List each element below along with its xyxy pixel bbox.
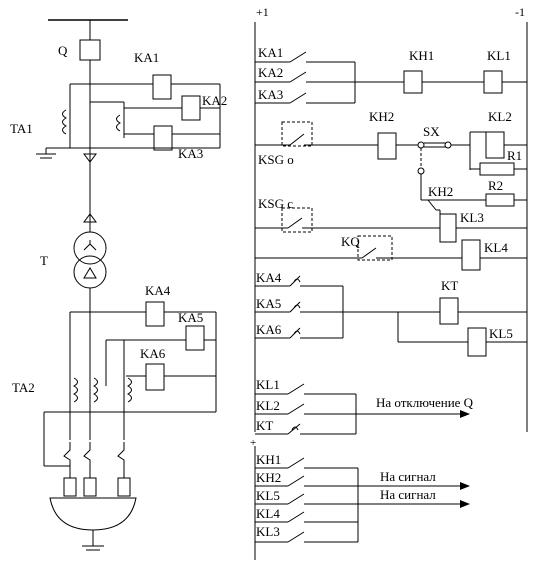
direction-marker-upper bbox=[83, 153, 97, 163]
contact-kl4-label: KL4 bbox=[256, 506, 280, 521]
relay-kl1-label: KL1 bbox=[487, 48, 511, 63]
relay-kl3-label: KL3 bbox=[460, 210, 484, 225]
relay-ka3 bbox=[153, 125, 173, 151]
relay-kh2-coil bbox=[377, 132, 397, 160]
relay-kh2-label: KH2 bbox=[369, 109, 394, 124]
relay-kl1-coil bbox=[483, 70, 503, 94]
bus-plus-label: +1 bbox=[256, 5, 269, 19]
transformer-upper-winding bbox=[73, 231, 107, 265]
fuse-3 bbox=[117, 477, 131, 497]
row-r2: R2 KH2 bbox=[420, 174, 527, 211]
resistor-r1-label: R1 bbox=[507, 148, 522, 163]
direction-marker-lower bbox=[83, 213, 97, 223]
relay-ka6 bbox=[145, 363, 165, 391]
contact-ksg-c-label: KSG c bbox=[258, 196, 293, 211]
trip-arrow bbox=[460, 410, 470, 418]
contact-ka5-label: KA5 bbox=[256, 296, 281, 311]
relay-kl2-label: KL2 bbox=[488, 109, 512, 124]
second-bus-plus-mark: + bbox=[250, 437, 256, 449]
relay-kl4-label: KL4 bbox=[484, 240, 508, 255]
relay-ka1 bbox=[152, 74, 172, 100]
ct-ta2-middle-winding bbox=[92, 377, 98, 403]
relay-kl2-coil bbox=[485, 131, 505, 159]
contact-kq-label: KQ bbox=[341, 234, 360, 249]
row-kq: KQ KL4 bbox=[255, 234, 527, 271]
relay-ka3-label: KA3 bbox=[178, 146, 203, 161]
relay-kh2-contact-label: KH2 bbox=[428, 184, 453, 199]
relay-ka2-label: KA2 bbox=[202, 93, 227, 108]
relay-kt-coil bbox=[439, 297, 459, 325]
relay-kl5-coil bbox=[467, 327, 487, 357]
relay-ka2 bbox=[181, 95, 201, 121]
contact-kh2-label: KH2 bbox=[256, 470, 281, 485]
arrester-2 bbox=[83, 442, 91, 478]
transformer-lower-winding bbox=[73, 255, 107, 289]
contact-kh1-label: KH1 bbox=[256, 452, 281, 467]
signal-arrow-1 bbox=[460, 482, 470, 490]
contact-ksg-o-label: KSG o bbox=[258, 152, 294, 167]
row-ka-bottom: KA4 KA5 KA6 KT KL5 bbox=[255, 270, 527, 357]
arrester-3 bbox=[117, 442, 125, 478]
secondary-circuits: +1 -1 KA1 KA2 KA3 KH1 KL1 bbox=[250, 5, 528, 560]
row-ksg-open: KSG o KH2 SX KL2 R1 bbox=[255, 109, 527, 176]
contact-kl1-label: KL1 bbox=[256, 377, 280, 392]
row-signals: KH1 KH2 KL5 KL4 KL3 На сигнал На сигна bbox=[255, 452, 470, 543]
kq-dashed-frame bbox=[357, 235, 393, 261]
relay-ka1-label: KA1 bbox=[134, 50, 159, 65]
resistor-r1 bbox=[479, 162, 515, 176]
contact-ka4-label: KA4 bbox=[256, 270, 282, 285]
row-ka-top: KA1 KA2 KA3 KH1 KL1 bbox=[255, 45, 527, 104]
sx-contact-left bbox=[417, 141, 425, 149]
switch-sx-label: SX bbox=[423, 124, 440, 139]
signal-arrow-2 bbox=[460, 500, 470, 508]
ct-ta2-label: TA2 bbox=[12, 380, 35, 395]
contact-kt-label: KT bbox=[256, 418, 273, 433]
ct-ta1-right-winding bbox=[116, 114, 122, 132]
ct-ta1-label: TA1 bbox=[10, 121, 33, 136]
ct-ta2-right-winding bbox=[126, 377, 132, 403]
relay-ka5 bbox=[185, 325, 205, 351]
contact-ka2-label: KA2 bbox=[258, 65, 283, 80]
signal-text-1: На сигнал bbox=[380, 469, 436, 484]
relay-kh1-coil bbox=[403, 70, 423, 94]
ksg-c-dashed-frame bbox=[281, 207, 313, 233]
resistor-r2-label: R2 bbox=[488, 178, 503, 193]
breaker-label: Q bbox=[58, 43, 68, 58]
contact-kl2-label: KL2 bbox=[256, 398, 280, 413]
contact-kl5-label: KL5 bbox=[256, 488, 280, 503]
contact-kl3-label: KL3 bbox=[256, 524, 280, 539]
load-symbol bbox=[49, 497, 137, 531]
signal-text-2: На сигнал bbox=[380, 487, 436, 502]
relay-kl3-coil bbox=[439, 213, 457, 243]
primary-circuit: Q TA1 KA1 KA2 KA3 T bbox=[10, 19, 227, 551]
relay-ka4 bbox=[145, 301, 165, 327]
fuse-1 bbox=[63, 477, 77, 497]
relay-ka5-label: KA5 bbox=[178, 310, 203, 325]
relay-kh1-label: KH1 bbox=[409, 48, 434, 63]
contact-ka1-label: KA1 bbox=[258, 45, 283, 60]
row-ksg-close: KSG c KL3 bbox=[255, 196, 527, 243]
fuse-2 bbox=[83, 477, 97, 497]
relay-kl5-label: KL5 bbox=[489, 326, 513, 341]
relay-ka6-label: KA6 bbox=[140, 346, 166, 361]
arrester-1 bbox=[63, 442, 71, 478]
contact-ka3-label: KA3 bbox=[258, 87, 283, 102]
ct-ta1-left-winding bbox=[62, 109, 68, 135]
trip-text: На отключение Q bbox=[376, 395, 474, 410]
ct-ta2-left-winding bbox=[72, 377, 78, 403]
relay-ka4-label: KA4 bbox=[145, 283, 171, 298]
relay-kl4-coil bbox=[461, 239, 481, 271]
contact-ka6-label: KA6 bbox=[256, 322, 282, 337]
breaker-q-symbol bbox=[79, 39, 101, 61]
ksg-o-dashed-frame bbox=[281, 121, 313, 147]
relay-kt-label: KT bbox=[441, 278, 458, 293]
resistor-r2 bbox=[485, 193, 515, 207]
row-trip: KL1 KL2 KT На отключение Q bbox=[255, 377, 474, 435]
bus-minus-label: -1 bbox=[515, 5, 525, 19]
transformer-label: T bbox=[40, 253, 48, 268]
